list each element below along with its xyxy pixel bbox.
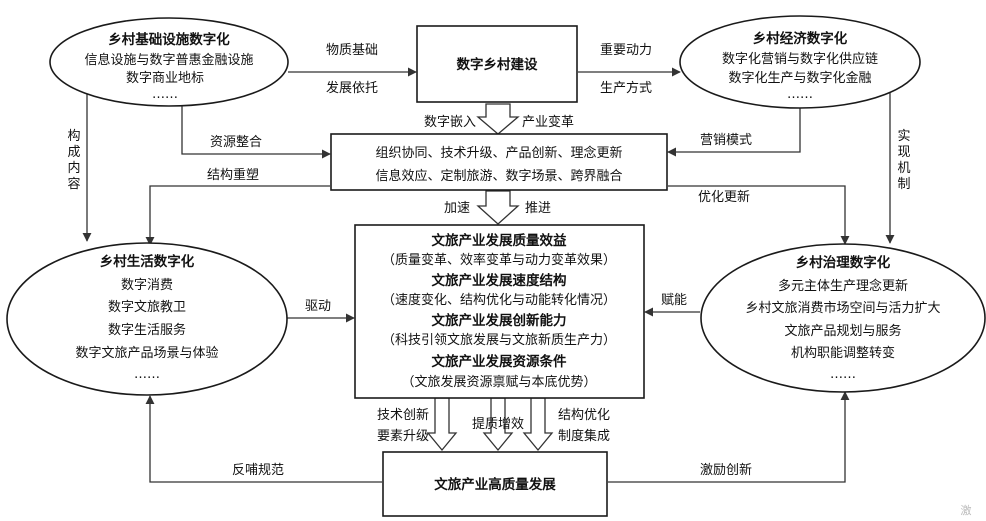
big-arrow-effects-to-development-right — [522, 397, 554, 452]
governance-item-3: 文旅产品规划与服务 — [784, 323, 901, 339]
arrow-mechanism-to-life — [145, 185, 330, 246]
effect-4-sub: （文旅发展资源禀赋与本底优势） — [401, 374, 596, 390]
label-jili-chuangxin: 激励创新 — [700, 462, 752, 478]
label-shuzi-qianru: 数字嵌入 — [424, 115, 476, 130]
arrow-mechanism-to-governance — [668, 185, 850, 245]
label-ziyuan-zhenghe: 资源整合 — [210, 135, 262, 150]
infra-title: 乡村基础设施数字化 — [108, 31, 230, 48]
effect-3-sub: （科技引领文旅发展与文旅新质生产力） — [382, 332, 616, 348]
label-shengchan-fangshi: 生产方式 — [600, 80, 652, 96]
life-digitalization-ellipse — [6, 242, 288, 396]
label-jiegou-youhua: 结构优化 — [558, 408, 610, 423]
life-item-3: 数字生活服务 — [108, 322, 186, 338]
tourism-high-quality-development-label: 文旅产业高质量发展 — [434, 476, 556, 493]
label-fanbu-guifan: 反哺规范 — [232, 463, 284, 478]
label-youhua-gengxin: 优化更新 — [698, 189, 750, 205]
label-zhongyao-dongli: 重要动力 — [600, 42, 652, 58]
digital-village-construction-box — [416, 25, 578, 103]
effect-1-title: 文旅产业发展质量效益 — [432, 232, 567, 249]
effect-3-title: 文旅产业发展创新能力 — [432, 312, 567, 329]
economy-item-1: 数字化营销与数字化供应链 — [722, 51, 878, 67]
label-jishu-chuangxin: 技术创新 — [377, 407, 429, 423]
effects-box — [354, 224, 645, 399]
tourism-high-quality-development-box — [382, 451, 608, 517]
label-jiegou-chongsu: 结构重塑 — [207, 167, 259, 183]
mechanism-line-1: 组织协同、技术升级、产品创新、理念更新 — [375, 145, 622, 161]
label-jiasu: 加速 — [444, 201, 470, 216]
infra-item-3: …… — [152, 87, 178, 102]
label-yaosu-shengji: 要素升级 — [377, 429, 429, 444]
watermark: 激 — [961, 503, 972, 517]
label-qudong: 驱动 — [305, 299, 331, 314]
label-fazhan-yituo: 发展依托 — [326, 80, 378, 96]
effect-4-title: 文旅产业发展资源条件 — [432, 353, 567, 370]
life-item-2: 数字文旅教卫 — [108, 299, 186, 315]
arrow-infra-to-mechanism — [181, 95, 331, 159]
label-zhidu-jicheng: 制度集成 — [558, 428, 610, 444]
label-shixian-jizhi: 实现机制 — [897, 129, 910, 192]
big-arrow-mechanism-to-effects — [476, 190, 520, 225]
big-arrow-effects-to-development-left — [426, 397, 458, 452]
economy-title: 乡村经济数字化 — [753, 30, 848, 47]
infra-digitalization-ellipse — [49, 17, 289, 107]
mechanism-box — [330, 133, 668, 191]
arrow-development-to-governance — [608, 391, 850, 483]
arrow-economy-to-mechanism — [667, 98, 801, 157]
effect-1-sub: （质量变革、效率变革与动力变革效果） — [382, 252, 616, 268]
big-arrow-construction-to-mechanism — [476, 103, 520, 135]
governance-item-1: 多元主体生产理念更新 — [778, 278, 908, 294]
label-funeng: 赋能 — [661, 293, 687, 308]
label-wuzhi-jichu: 物质基础 — [326, 43, 378, 58]
life-item-4: 数字文旅产品场景与体验 — [75, 345, 218, 361]
governance-title: 乡村治理数字化 — [796, 254, 891, 271]
economy-digitalization-ellipse — [679, 15, 921, 109]
label-goucheng-neirong: 构成内容 — [67, 129, 80, 192]
infra-item-1: 信息设施与数字普惠金融设施 — [84, 52, 253, 68]
economy-item-3: …… — [787, 87, 813, 102]
label-tuijin: 推进 — [525, 201, 551, 216]
life-item-1: 数字消费 — [121, 278, 173, 293]
mechanism-line-2: 信息效应、定制旅游、数字场景、跨界融合 — [375, 168, 622, 184]
life-item-5: …… — [134, 367, 160, 382]
governance-item-5: …… — [830, 367, 856, 382]
label-chanye-biange: 产业变革 — [522, 114, 574, 130]
governance-item-2: 乡村文旅消费市场空间与活力扩大 — [745, 300, 940, 316]
effect-2-sub: （速度变化、结构优化与动能转化情况） — [382, 292, 616, 308]
life-title: 乡村生活数字化 — [100, 253, 195, 270]
big-arrow-effects-to-development-mid — [482, 397, 514, 452]
digital-village-construction-label: 数字乡村建设 — [457, 56, 538, 73]
arrow-development-to-life — [145, 395, 382, 483]
infra-item-2: 数字商业地标 — [126, 71, 204, 86]
label-yingxiao-moshi: 营销模式 — [700, 133, 752, 148]
label-tizhi-zengxiao: 提质增效 — [472, 416, 524, 432]
governance-digitalization-ellipse — [700, 243, 986, 393]
governance-item-4: 机构职能调整转变 — [791, 345, 895, 361]
economy-item-2: 数字化生产与数字化金融 — [728, 70, 871, 86]
effect-2-title: 文旅产业发展速度结构 — [432, 272, 567, 289]
